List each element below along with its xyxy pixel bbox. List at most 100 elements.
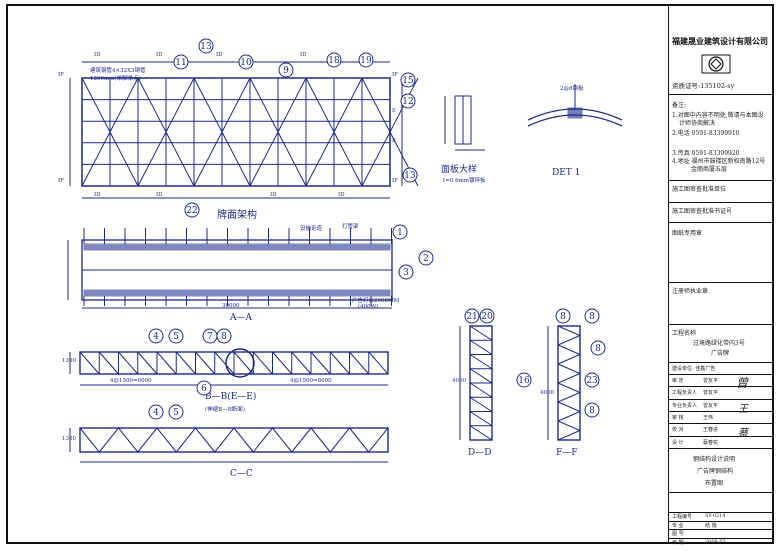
marker-5b: 5 xyxy=(173,408,179,418)
truss-diagonal xyxy=(214,427,235,453)
truss-diagonal xyxy=(310,427,331,453)
dim-1200: 1200mm(单脚单点) xyxy=(90,76,141,82)
divider xyxy=(669,180,773,181)
marker-1: 1 xyxy=(397,228,403,238)
truss-diagonal xyxy=(79,351,100,375)
walkway-label: 设施走道 xyxy=(300,226,323,232)
marker-20: 20 xyxy=(481,312,493,322)
column-brace xyxy=(557,354,581,365)
truss-diagonal xyxy=(79,427,100,453)
marker-19: 19 xyxy=(360,56,372,66)
bb-width-1: 4@1500=6000 xyxy=(110,378,152,384)
column-brace xyxy=(557,411,581,422)
truss-diagonal xyxy=(252,427,273,453)
marker-8: 8 xyxy=(221,332,227,342)
notes-heading: 备注: xyxy=(672,102,687,109)
marker-9: 9 xyxy=(283,66,289,76)
lamp-rack-label: 灯管架 xyxy=(342,224,359,230)
axis-id: ID xyxy=(94,192,101,198)
truss-diagonal xyxy=(156,351,177,375)
drawing-title-3: 布置图 xyxy=(705,480,724,487)
column-brace xyxy=(557,401,581,412)
truss-diagonal xyxy=(98,427,119,453)
truss-diagonal xyxy=(272,351,293,375)
marker-22: 22 xyxy=(186,206,197,216)
axis-id: ID xyxy=(300,52,307,58)
divider xyxy=(669,448,773,449)
review-unit: 施工图审查批准单位 xyxy=(672,186,727,193)
section-cc-label: C—C xyxy=(230,469,253,479)
meta-value: 结 施 xyxy=(705,522,717,529)
marker-16: 16 xyxy=(518,376,530,386)
column-brace xyxy=(557,430,581,441)
signature-1: 曾 xyxy=(736,376,749,390)
ff-height: 4000 xyxy=(540,390,554,396)
marker-8c: 8 xyxy=(589,312,595,322)
drawing-title-2: 广告牌钢结构 xyxy=(697,468,734,475)
divider xyxy=(669,282,773,283)
marker-8e: 8 xyxy=(589,406,595,416)
section-ff-label: F—F xyxy=(556,448,578,458)
marker-8b: 8 xyxy=(560,312,566,322)
signature-row xyxy=(669,435,773,437)
review-cert: 施工图审查批准书证号 xyxy=(672,208,733,215)
column-brace xyxy=(557,363,581,374)
meta-label: 图 号 xyxy=(672,531,684,537)
role-label: 审 核 xyxy=(672,414,684,421)
meta-value: SY-0214 xyxy=(705,513,726,519)
marker-18: 18 xyxy=(328,56,340,66)
bb-note: (伸缩B—B断面) xyxy=(205,407,245,413)
section-dd-label: D—D xyxy=(468,448,492,458)
truss-diagonal xyxy=(349,427,370,453)
divider xyxy=(669,94,773,95)
project-name-2: 广告牌 xyxy=(711,350,730,357)
company-name: 福建晟业建筑设计有限公司 xyxy=(672,36,768,46)
lamp-note: 广告灯@2000MM xyxy=(352,298,400,304)
dd-height: 4000 xyxy=(452,378,466,384)
truss-diagonal xyxy=(156,427,177,453)
truss-diagonal xyxy=(137,427,158,453)
project-label: 工程名称 xyxy=(672,330,697,337)
meta-label: 日 期 xyxy=(672,539,684,546)
role-name: 蔡春实 xyxy=(703,439,719,446)
truss-diagonal xyxy=(118,427,139,453)
truss-diagonal xyxy=(98,351,119,375)
det-note: 2@8钢板 xyxy=(560,86,584,92)
divider xyxy=(669,362,773,363)
axis-if: IF xyxy=(58,178,64,184)
truss-diagonal xyxy=(175,427,196,453)
project-name: 过境路绿化带内3号 xyxy=(693,340,745,347)
axis-id: ID xyxy=(338,192,345,198)
axis-e: E xyxy=(392,108,397,114)
truss-diagonal xyxy=(214,351,235,375)
bb-width-2: 4@1500=6000 xyxy=(290,378,332,384)
drawing-seal: 图纸专用章 xyxy=(672,230,703,237)
panel-subtitle: t=0.6mm镀锌板 xyxy=(443,178,486,184)
truss-diagonal xyxy=(233,427,254,453)
truss-diagonal xyxy=(195,351,216,375)
column-brace xyxy=(557,325,581,336)
structural-drawing xyxy=(67,61,623,463)
marker-15: 15 xyxy=(402,76,414,86)
frame-title: 牌面架构 xyxy=(217,210,257,221)
column-brace xyxy=(557,420,581,431)
column-brace xyxy=(557,373,581,384)
column-brace xyxy=(469,425,493,441)
title-block: 福建晟业建筑设计有限公司 资质证号:135102-sy 备注: 1.对图中内容不… xyxy=(668,6,773,546)
marker-14: 13 xyxy=(200,42,212,52)
engineer-seal: 注册师执业章 xyxy=(672,288,709,295)
column-brace xyxy=(469,325,493,341)
marker-10: 10 xyxy=(240,58,252,68)
meta-row xyxy=(669,512,773,513)
marker-21: 21 xyxy=(466,312,477,322)
column-brace xyxy=(469,368,493,384)
role-name: 曾友平 xyxy=(703,390,719,397)
truss-diagonal xyxy=(175,351,196,375)
dim-aa: 30000 xyxy=(222,303,240,309)
signature-row xyxy=(669,374,773,375)
column-brace xyxy=(557,392,581,403)
note-1b: 计师协商解决 xyxy=(679,120,716,127)
truss-diagonal xyxy=(272,427,293,453)
marker-4b: 4 xyxy=(153,408,159,418)
frame-brace xyxy=(137,77,195,187)
